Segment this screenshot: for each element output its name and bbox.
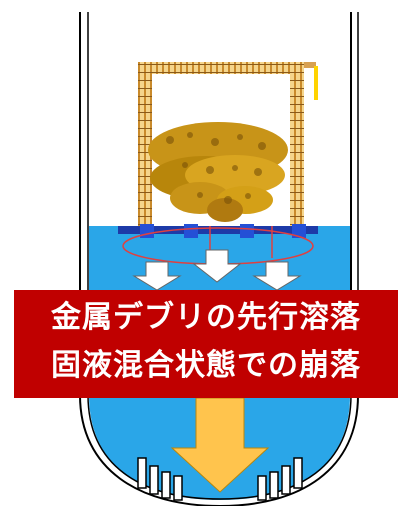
downward-arrow (170, 397, 270, 493)
lower-head-structures (137, 457, 303, 501)
debris-flow-arrows (132, 249, 302, 291)
core-support-plate (118, 224, 318, 265)
banner-line-1: 金属デブリの先行溶落 (51, 300, 361, 335)
banner-line-2: 固液混合状態での崩落 (51, 348, 361, 383)
status-banner: 金属デブリの先行溶落 固液混合状態での崩落 (14, 290, 398, 398)
molten-debris (148, 122, 288, 222)
core-shroud (138, 62, 318, 232)
